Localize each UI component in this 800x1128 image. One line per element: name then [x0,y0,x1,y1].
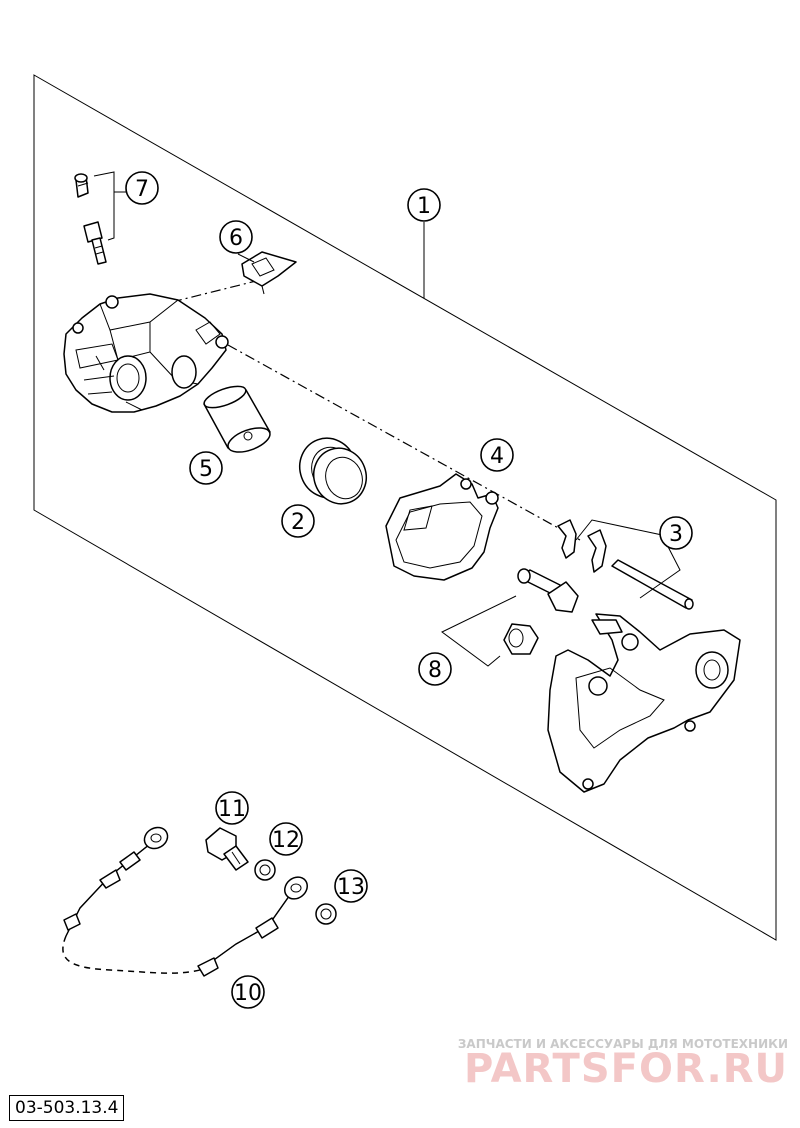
caliper-piston [203,385,271,453]
bleeder-screw-cap [74,173,89,198]
piston-seal [299,437,367,505]
watermark: ЗАПЧАСТИ И АКСЕССУАРЫ ДЛЯ МОТОТЕХНИКИ PA… [458,1037,788,1092]
svg-text:2: 2 [291,510,305,535]
callout-6: 6 [219,220,253,254]
pad-spring-clip [241,251,297,295]
svg-text:1: 1 [417,194,431,219]
sealing-washer-13 [315,903,337,925]
svg-text:ЗАПЧАСТИ И АКСЕССУАРЫ ДЛЯ МОТО: ЗАПЧАСТИ И АКСЕССУАРЫ ДЛЯ МОТОТЕХНИКИ [458,1037,788,1051]
leader-6 [237,253,255,263]
callout-4: 4 [480,438,514,472]
banjo-bolt [205,827,249,871]
sealing-washer-12 [254,859,276,881]
callout-5: 5 [189,451,223,485]
leader-8 [441,595,517,667]
svg-text:PARTSFOR.RU: PARTSFOR.RU [464,1046,788,1092]
callout-12: 12 [269,822,303,856]
svg-text:12: 12 [272,828,300,853]
callout-8: 8 [418,652,452,686]
brake-hose [62,826,308,977]
callout-13: 13 [334,869,368,903]
svg-text:7: 7 [135,177,149,202]
bleeder-screw [83,221,107,265]
svg-text:10: 10 [234,981,262,1006]
drawing-code: 03-503.13.4 [9,1095,125,1121]
svg-text:5: 5 [199,457,213,482]
axis-line-pad-clip [171,279,261,303]
callout-3: 3 [659,516,693,550]
svg-text:13: 13 [337,875,365,900]
assembly-frame [33,74,777,941]
callout-11: 11 [215,791,249,825]
leader-7 [93,171,115,241]
svg-text:6: 6 [229,226,243,251]
svg-text:4: 4 [490,444,504,469]
callout-1: 1 [407,188,441,222]
axis-line-main [227,344,581,541]
callout-2: 2 [281,504,315,538]
slide-boot [503,623,539,655]
caliper-carrier [547,613,741,793]
brake-pads [385,473,499,581]
slide-pin [517,568,579,613]
caliper-body [63,293,229,413]
pad-pin [611,559,694,610]
svg-text:8: 8 [428,658,442,683]
pad-pin-clips [557,519,607,573]
callout-10: 10 [231,975,265,1009]
svg-text:3: 3 [669,522,683,547]
callout-7: 7 [125,171,159,205]
svg-text:11: 11 [218,797,246,822]
